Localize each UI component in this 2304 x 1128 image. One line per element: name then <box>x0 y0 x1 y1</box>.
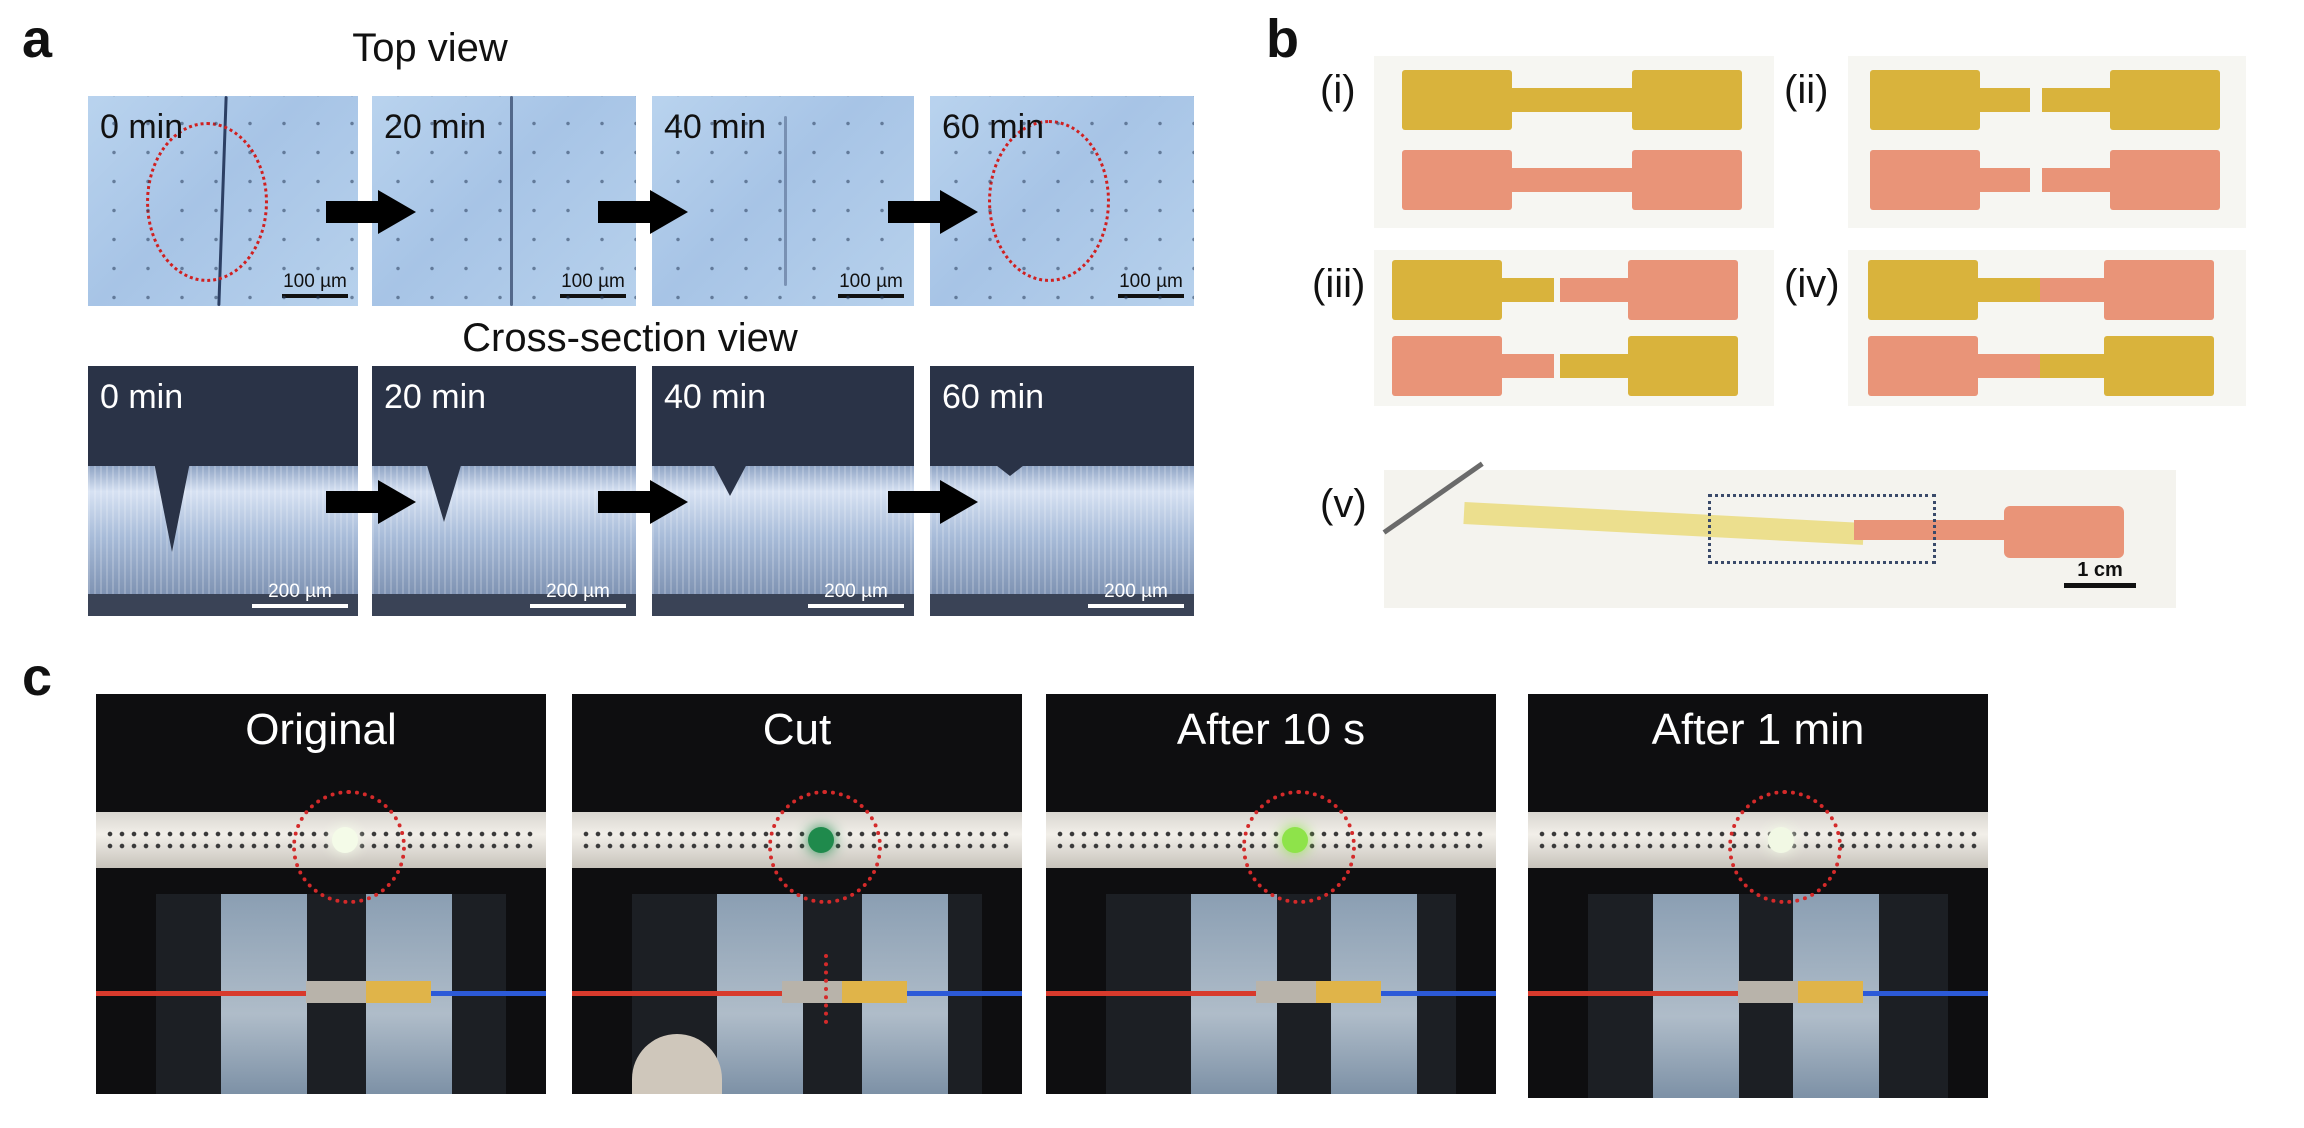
highlight-ellipse <box>988 120 1110 282</box>
arrow-icon <box>598 480 688 524</box>
panel-a-letter: a <box>22 9 53 69</box>
scale-bar: 100 µm <box>282 272 348 298</box>
photo-v: 1 cm <box>1382 461 2176 608</box>
cut-line <box>824 954 828 1024</box>
time-label: 40 min <box>664 108 767 146</box>
pink-strip-cut <box>1870 150 2220 210</box>
top-tile-1: 20 min 100 µm <box>372 96 636 306</box>
scale-bar: 100 µm <box>1118 272 1184 298</box>
pink-yellow-strip <box>1392 336 1752 396</box>
panel-b-letter: b <box>1266 9 1299 69</box>
photo-iii <box>1374 250 1774 406</box>
arrow-icon <box>326 190 416 234</box>
cross-section-heading: Cross-section view <box>462 316 798 360</box>
scale-bar: 100 µm <box>838 272 904 298</box>
video-frame-original: Original <box>96 694 546 1094</box>
highlight-circle <box>1242 790 1356 904</box>
scale-bar: 1 cm <box>2064 560 2136 588</box>
crack <box>217 96 228 306</box>
arrow-icon <box>598 190 688 234</box>
frame-label: After 10 s <box>1176 705 1366 754</box>
subpanel-ii-label: (ii) <box>1784 68 1829 112</box>
yellow-strip-cut <box>1870 70 2220 130</box>
time-label: 60 min <box>942 108 1045 146</box>
frame-label: Cut <box>762 705 832 754</box>
frame-label: After 1 min <box>1651 705 1865 754</box>
video-frame-after-1min: After 1 min <box>1528 694 1988 1098</box>
scale-bar: 100 µm <box>560 272 626 298</box>
frame-label: Original <box>245 705 397 754</box>
top-tile-0: 0 min 100 µm <box>88 96 358 306</box>
time-label: 0 min <box>100 108 184 146</box>
top-view-heading: Top view <box>352 26 508 70</box>
subpanel-iv-label: (iv) <box>1784 262 1840 306</box>
highlight-circle <box>292 790 406 904</box>
top-tile-2: 40 min 100 µm <box>652 96 914 306</box>
time-label: 20 min <box>384 378 487 416</box>
scale-bar: 200 µm <box>1088 582 1184 608</box>
subpanel-iii-label: (iii) <box>1312 262 1366 306</box>
scale-bar: 200 µm <box>530 582 626 608</box>
photo-ii <box>1848 56 2246 228</box>
arrow-icon <box>888 190 978 234</box>
arrow-icon <box>888 480 978 524</box>
crack <box>784 116 787 286</box>
panel-c-letter: c <box>22 647 53 707</box>
scale-bar: 200 µm <box>808 582 904 608</box>
time-label: 20 min <box>384 108 487 146</box>
photo-i <box>1374 56 1774 228</box>
cross-tile-1: 20 min 200 µm <box>372 366 636 616</box>
time-label: 40 min <box>664 378 767 416</box>
highlight-circle <box>1728 790 1842 904</box>
healed-strip-2 <box>1868 336 2228 396</box>
cross-tile-2: 40 min 200 µm <box>652 366 914 616</box>
highlight-circle <box>768 790 882 904</box>
healed-strip-1 <box>1868 260 2228 320</box>
video-frame-after-10s: After 10 s <box>1046 694 1496 1094</box>
highlight-ellipse <box>146 122 268 282</box>
yellow-pink-strip <box>1392 260 1752 320</box>
subpanel-v-label: (v) <box>1320 482 1367 526</box>
yellow-strip <box>1402 70 1742 130</box>
pink-strip <box>1402 150 1742 210</box>
cross-tile-0: 0 min 200 µm <box>88 366 358 616</box>
time-label: 0 min <box>100 378 184 416</box>
selection-box <box>1708 494 1936 564</box>
scale-bar: 200 µm <box>252 582 348 608</box>
photo-iv <box>1848 250 2246 406</box>
subpanel-i-label: (i) <box>1320 68 1356 112</box>
crack <box>510 96 513 306</box>
time-label: 60 min <box>942 378 1045 416</box>
video-frame-cut: Cut <box>572 694 1022 1094</box>
arrow-icon <box>326 480 416 524</box>
